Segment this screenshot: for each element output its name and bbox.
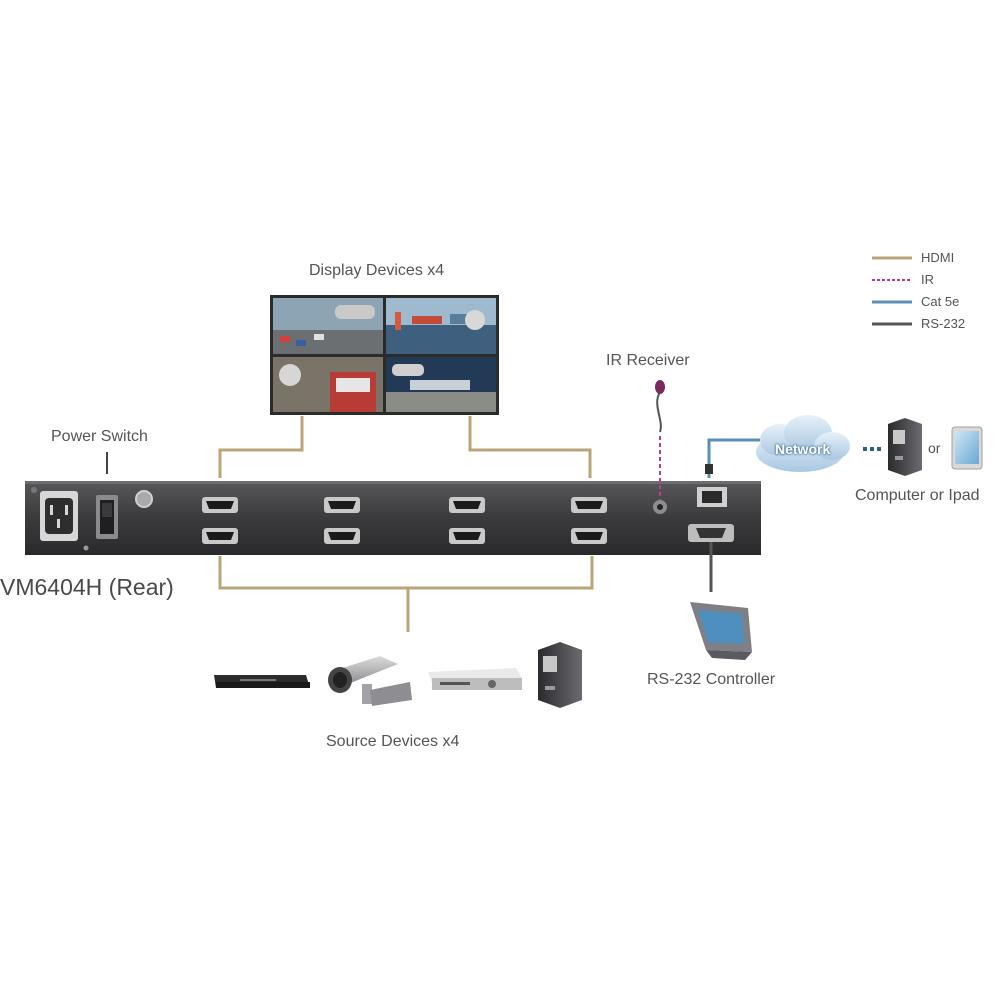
computer-tower-icon bbox=[538, 642, 582, 708]
hdmi-port-icon bbox=[324, 528, 360, 544]
rocker-switch-icon bbox=[96, 495, 118, 539]
computer-or-ipad-label: Computer or Ipad bbox=[855, 487, 980, 504]
hdmi-port-icon bbox=[324, 497, 360, 513]
hdmi-port-icon bbox=[449, 528, 485, 544]
or-label: or bbox=[928, 440, 941, 456]
hdmi-port-icon bbox=[571, 497, 607, 513]
rear-panel bbox=[25, 481, 761, 555]
source-devices-label: Source Devices x4 bbox=[326, 733, 460, 750]
legend-cat5e-label: Cat 5e bbox=[921, 294, 960, 309]
legend-rs232-label: RS-232 bbox=[921, 316, 966, 331]
ir-receiver-label: IR Receiver bbox=[606, 352, 690, 369]
hdmi-port-icon bbox=[202, 497, 238, 513]
network-cloud-icon bbox=[756, 415, 850, 472]
legend-hdmi-label: HDMI bbox=[921, 250, 955, 265]
legend bbox=[872, 256, 912, 326]
hdmi-ports bbox=[202, 497, 607, 544]
power-inlet-icon bbox=[40, 491, 78, 541]
rj45-port-icon bbox=[697, 487, 727, 507]
cctv-camera-icon bbox=[328, 656, 412, 706]
power-switch-label: Power Switch bbox=[51, 428, 148, 445]
touch-panel-icon bbox=[690, 602, 752, 660]
ir-jack-icon bbox=[653, 500, 667, 514]
hdmi-port-icon bbox=[449, 497, 485, 513]
ground-screw-icon bbox=[135, 490, 153, 508]
dvd-player-icon bbox=[214, 675, 310, 688]
computer-tower-icon bbox=[888, 418, 922, 476]
rs232-controller-label: RS-232 Controller bbox=[647, 671, 776, 688]
legend-ir-label: IR bbox=[921, 272, 934, 287]
display-devices-label: Display Devices x4 bbox=[309, 262, 445, 279]
network-label: Network bbox=[775, 441, 831, 457]
model-label: VM6404H (Rear) bbox=[0, 574, 174, 600]
hdmi-port-icon bbox=[202, 528, 238, 544]
hdmi-port-icon bbox=[571, 528, 607, 544]
video-wall-icon bbox=[270, 295, 499, 415]
cat5e-cable bbox=[707, 438, 760, 478]
hdmi-input-cables bbox=[218, 556, 594, 632]
ir-receiver-icon bbox=[655, 380, 665, 433]
db9-port-icon bbox=[688, 524, 734, 542]
av-receiver-icon bbox=[428, 668, 522, 690]
ipad-icon bbox=[951, 426, 983, 470]
hdmi-output-cables bbox=[218, 416, 592, 478]
